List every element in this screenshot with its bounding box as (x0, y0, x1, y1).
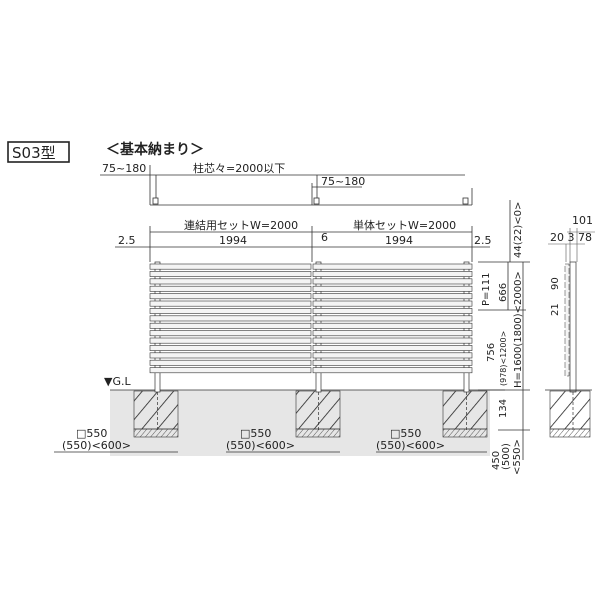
fence-slat (312, 367, 473, 374)
height-dimensions: 44(22)<0> P=111 666 756 (978)<1200> H=16… (478, 200, 530, 475)
fence-slat (149, 352, 312, 359)
fence-slat (149, 345, 312, 351)
fence-slat (149, 359, 312, 366)
fence-slat (312, 278, 473, 285)
fence-slat (312, 308, 473, 314)
side-view: 101 20 3 78 90 21 (545, 214, 595, 438)
fence-slat (149, 293, 312, 300)
svg-text:2.5: 2.5 (118, 234, 136, 247)
fence-slat (149, 263, 312, 270)
svg-text:44(22)<0>: 44(22)<0> (513, 202, 524, 258)
plan-view: 75~180 柱芯々=2000以下 75~180 (100, 161, 473, 206)
svg-text:2.5: 2.5 (474, 234, 492, 247)
fence-slat (149, 330, 312, 337)
fence-slat (149, 285, 312, 292)
fence-slat (312, 337, 473, 344)
fence-slat (312, 293, 473, 300)
svg-text:H=1600(1800)<2000>: H=1600(1800)<2000> (513, 271, 524, 388)
svg-text:(550)<600>: (550)<600> (62, 439, 131, 452)
svg-text:101: 101 (572, 214, 593, 227)
foundation-left: □550 (550)<600> (54, 390, 179, 453)
fence-slat (312, 271, 473, 277)
svg-text:21: 21 (550, 303, 561, 316)
fence-slat (149, 278, 312, 285)
fence-slat (312, 315, 473, 322)
width-dimensions: 連結用セットW=2000 単体セットW=2000 2.5 1994 6 1994… (115, 218, 492, 262)
svg-text:(550)<600>: (550)<600> (226, 439, 295, 452)
svg-text:□550: □550 (240, 427, 271, 440)
fence-slat (312, 285, 473, 292)
svg-text:756: 756 (486, 343, 497, 362)
svg-text:75~180: 75~180 (321, 175, 365, 188)
svg-text:□550: □550 (76, 427, 107, 440)
svg-text:666: 666 (498, 283, 509, 302)
svg-text:単体セットW=2000: 単体セットW=2000 (353, 218, 456, 232)
svg-text:連結用セットW=2000: 連結用セットW=2000 (184, 218, 298, 232)
svg-text:1994: 1994 (219, 234, 247, 247)
svg-text:(978)<1200>: (978)<1200> (499, 331, 508, 386)
svg-text:6: 6 (321, 231, 328, 244)
fence-slat (149, 300, 312, 307)
fence-slat (149, 322, 312, 329)
ground-level-label: ▼G.L (104, 375, 131, 388)
section-title: ＜基本納まり＞ (106, 141, 204, 158)
fence-slats (149, 263, 473, 374)
svg-text:柱芯々=2000以下: 柱芯々=2000以下 (193, 161, 285, 175)
svg-text:90: 90 (550, 277, 561, 290)
svg-text:P=111: P=111 (481, 273, 492, 307)
fence-slat (149, 271, 312, 277)
fence-slat (149, 337, 312, 344)
foundations: □550 (550)<600> □550 (550)<600> □550 (55… (54, 390, 488, 453)
fence-slat (312, 345, 473, 351)
fence-slat (149, 315, 312, 322)
foundation-right: □550 (550)<600> (376, 390, 488, 453)
fence-slat (312, 263, 473, 270)
fence-slat (312, 322, 473, 329)
svg-text:S03型: S03型 (12, 144, 56, 162)
svg-text:75~180: 75~180 (102, 162, 146, 175)
svg-text:(500): (500) (501, 443, 512, 470)
foundation-middle: □550 (550)<600> (226, 390, 341, 453)
svg-text:<550>: <550> (512, 439, 523, 475)
fence-slat (312, 352, 473, 359)
svg-text:□550: □550 (390, 427, 421, 440)
svg-text:20 3 78: 20 3 78 (550, 231, 592, 244)
fence-slat (312, 330, 473, 337)
fence-slat (149, 367, 312, 374)
fence-slat (312, 300, 473, 307)
fence-slat (149, 308, 312, 314)
svg-text:1994: 1994 (385, 234, 413, 247)
svg-text:(550)<600>: (550)<600> (376, 439, 445, 452)
fence-slat (312, 359, 473, 366)
svg-text:134: 134 (498, 399, 509, 418)
svg-text:450: 450 (491, 451, 502, 470)
model-label-box: S03型 (7, 141, 70, 163)
